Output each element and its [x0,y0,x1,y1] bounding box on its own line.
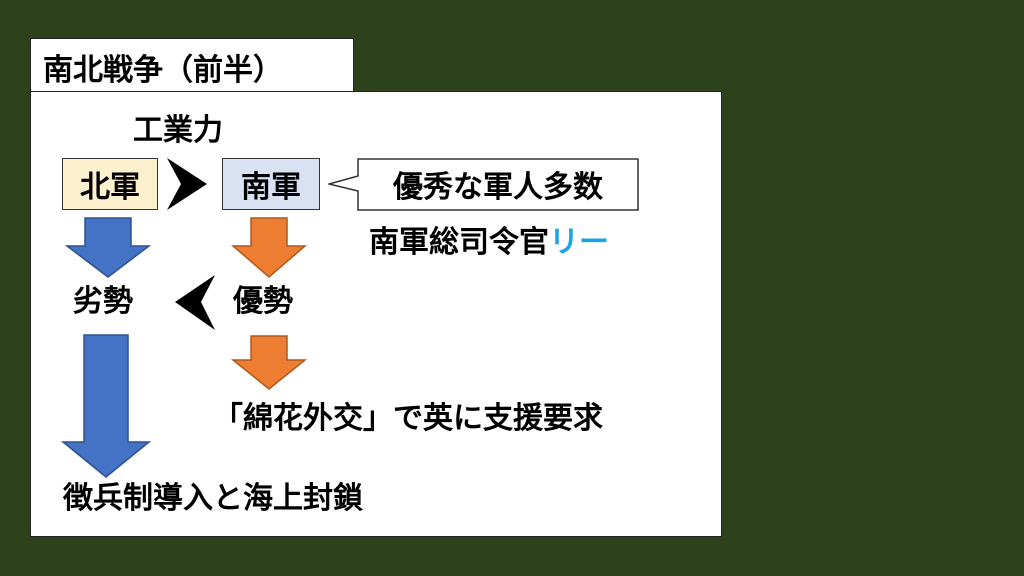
north-down-arrow-long [60,334,152,478]
industrial-power-label: 工業力 [133,113,223,148]
callout-text: 優秀な軍人多数 [393,170,603,205]
commander-prefix: 南軍総司令官 [369,225,549,260]
south-down-arrow-2 [230,335,308,390]
greater-than-chevron [167,158,207,210]
callout-bubble: 優秀な軍人多数 [328,158,639,211]
superior-label: 優勢 [233,284,293,319]
north-down-arrow-short [64,217,152,278]
diagram-shapes [60,158,308,478]
inferior-label: 劣勢 [73,284,133,319]
commander-line: 南軍総司令官リー [369,228,609,258]
title-box: 南北戦争（前半） [30,38,354,92]
north-army-label: 北軍 [80,170,140,205]
south-outcome-label: 「綿花外交」で英に支援要求 [213,401,603,436]
south-army-label: 南軍 [241,170,301,205]
callout-shape [328,158,639,211]
south-down-arrow-1 [230,217,308,278]
less-than-chevron [175,275,215,330]
slide-title: 南北戦争（前半） [43,53,283,88]
diagram-panel: 工業力 北軍 南軍 優秀な軍人多数 南軍総司令官リー 劣勢 優勢 「綿花外交」で… [30,91,722,537]
north-army-box: 北軍 [62,158,158,210]
north-outcome-label: 徴兵制導入と海上封鎖 [63,481,363,516]
south-army-box: 南軍 [222,158,320,210]
commander-name: リー [549,225,609,260]
